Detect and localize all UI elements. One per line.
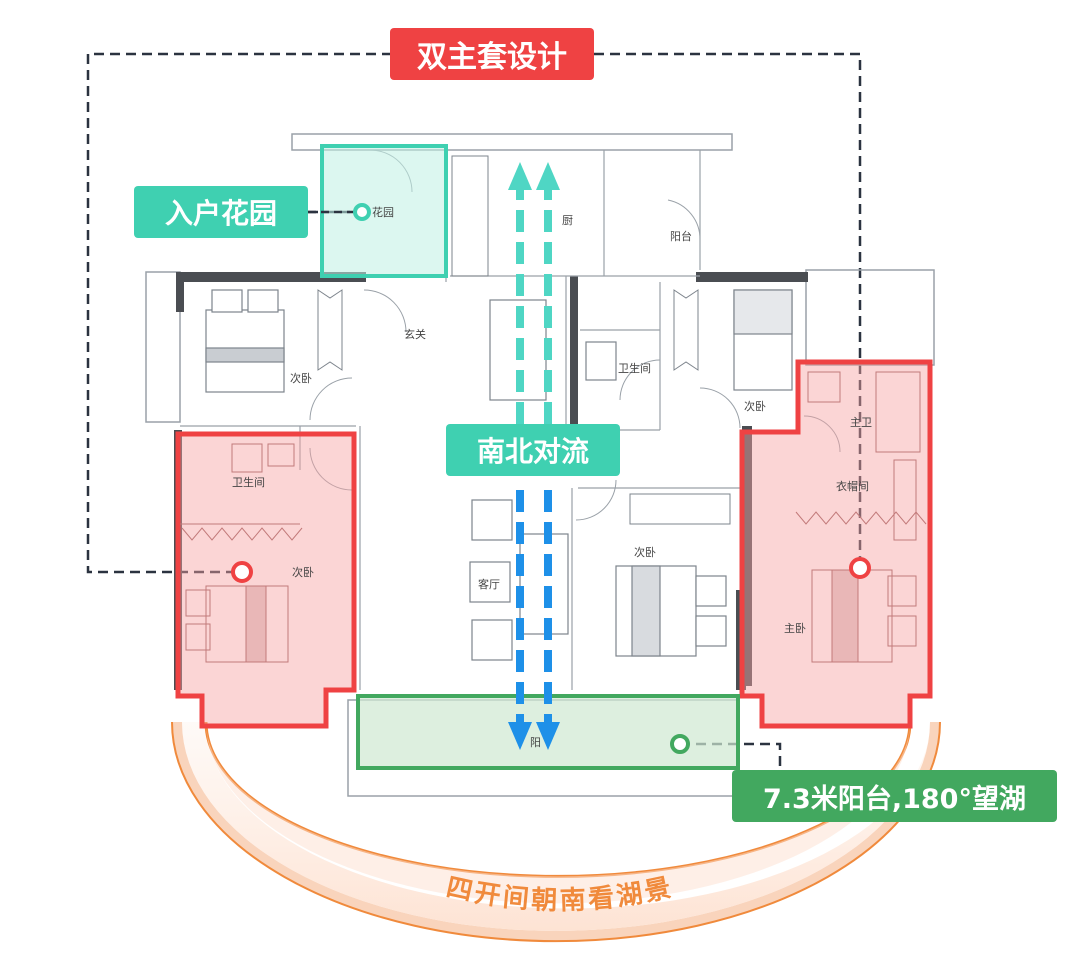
- room-label-foyer: 玄关: [404, 327, 426, 341]
- marker-garden: [353, 203, 371, 221]
- room-label-master-bedroom: 主卧: [784, 622, 806, 635]
- entry-garden-zone: [308, 144, 448, 278]
- marker-master-west: [231, 561, 253, 583]
- room-labels: 花园 厨 阳台 玄关 次卧 卫生间 次卧 主卫 衣帽间 卫生间 次卧 客厅 次卧…: [232, 206, 872, 749]
- room-label-bedroom-sw: 次卧: [292, 565, 314, 579]
- room-label-bedroom-ne: 次卧: [744, 399, 766, 413]
- master-suite-east: [739, 359, 933, 729]
- entry-garden-callout: 入户花园: [134, 186, 308, 238]
- room-label-bathroom-center: 卫生间: [618, 361, 651, 375]
- master-suite-west: [175, 431, 357, 729]
- room-label-bathroom-west: 卫生间: [232, 475, 265, 489]
- room-label-bedroom-nw: 次卧: [290, 371, 312, 385]
- marker-balcony: [670, 734, 690, 754]
- room-label-balcony-south: 阳: [530, 736, 541, 749]
- room-label-master-bath: 主卫: [850, 416, 872, 429]
- room-label-bedroom-s: 次卧: [634, 545, 656, 559]
- room-label-living: 客厅: [478, 577, 500, 591]
- marker-master-east: [849, 557, 871, 579]
- markers: [231, 203, 871, 754]
- ventilation-callout: 南北对流: [446, 424, 620, 476]
- balcony-callout: 7.3米阳台,180°望湖: [732, 770, 1057, 822]
- room-label-balcony-north: 阳台: [670, 229, 692, 243]
- ventilation-arrows: [508, 162, 560, 750]
- room-label-cloakroom: 衣帽间: [836, 479, 869, 493]
- room-label-kitchen: 厨: [562, 214, 573, 227]
- double-master-callout: 双主套设计: [390, 28, 594, 80]
- room-label-garden: 花园: [372, 206, 394, 219]
